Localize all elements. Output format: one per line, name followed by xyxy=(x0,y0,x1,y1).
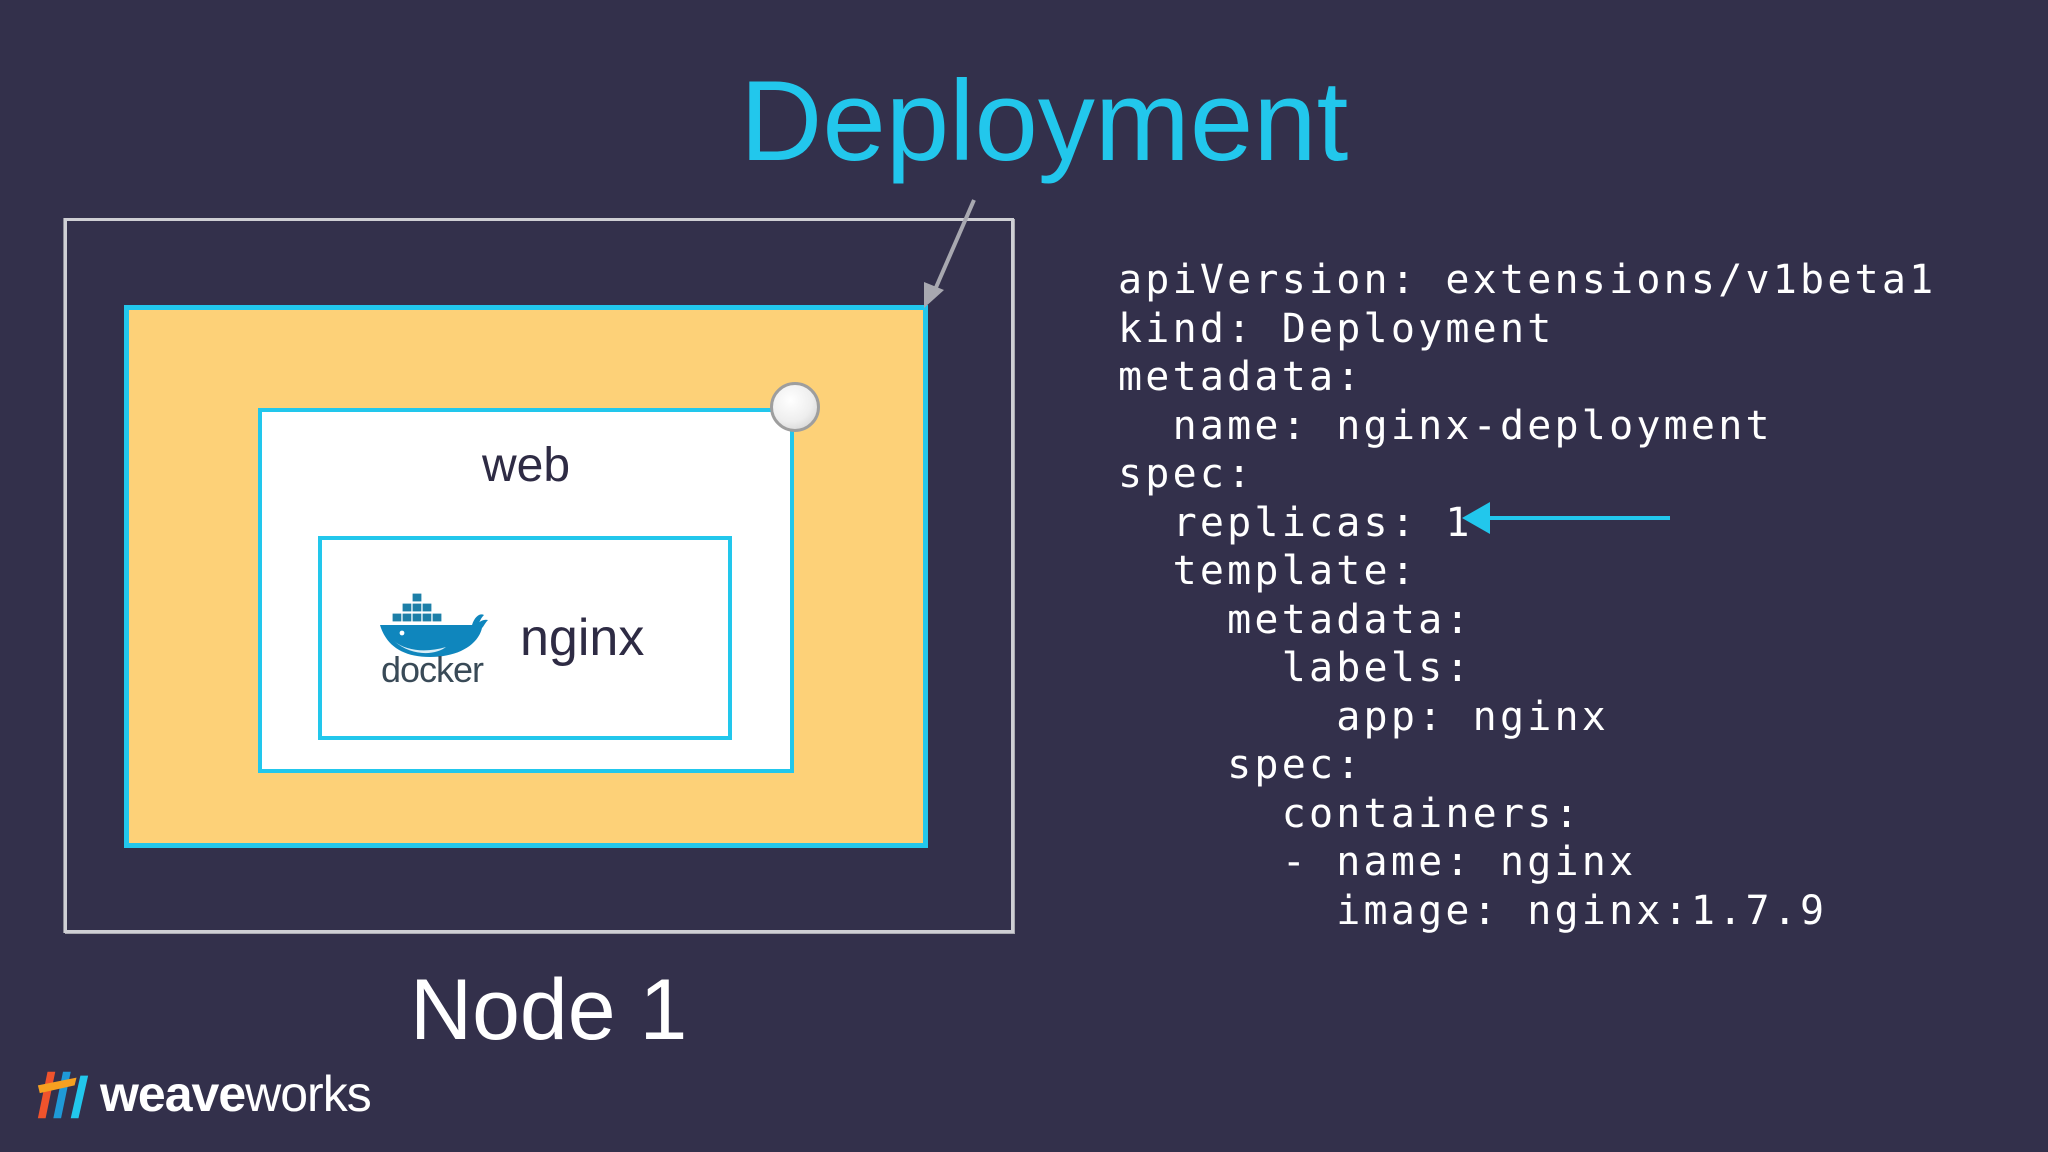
node-label: Node 1 xyxy=(410,962,688,1058)
yaml-line: containers: xyxy=(1118,790,1582,837)
yaml-line: replicas: 1 xyxy=(1118,499,1473,546)
yaml-line: spec: xyxy=(1118,742,1364,788)
yaml-line: metadata: xyxy=(1118,596,1473,643)
docker-logo-text: docker xyxy=(380,649,484,690)
yaml-line: spec: xyxy=(1118,451,1255,497)
yaml-line: template: xyxy=(1118,548,1419,594)
nginx-label: nginx xyxy=(520,609,645,667)
yaml-line: name: nginx-deployment xyxy=(1118,402,1773,449)
yaml-line: image: nginx:1.7.9 xyxy=(1118,887,1828,934)
weaveworks-logo-icon xyxy=(37,1071,89,1119)
docker-whale-icon xyxy=(380,592,488,657)
yaml-line: labels: xyxy=(1118,645,1473,691)
node-box xyxy=(64,218,1014,933)
slide-title: Deployment xyxy=(740,58,1349,185)
weaveworks-wordmark: weaveworks xyxy=(100,1064,372,1124)
handle-knob-icon xyxy=(770,382,820,432)
yaml-line: apiVersion: extensions/v1beta1 xyxy=(1118,257,1937,303)
yaml-line: kind: Deployment xyxy=(1118,305,1555,352)
brand-part2: works xyxy=(245,1066,372,1122)
brand-part1: weave xyxy=(100,1066,246,1122)
yaml-line: - name: nginx xyxy=(1118,839,1637,885)
web-label: web xyxy=(481,439,571,492)
yaml-line: app: nginx xyxy=(1118,693,1610,740)
yaml-line: metadata: xyxy=(1118,354,1364,400)
